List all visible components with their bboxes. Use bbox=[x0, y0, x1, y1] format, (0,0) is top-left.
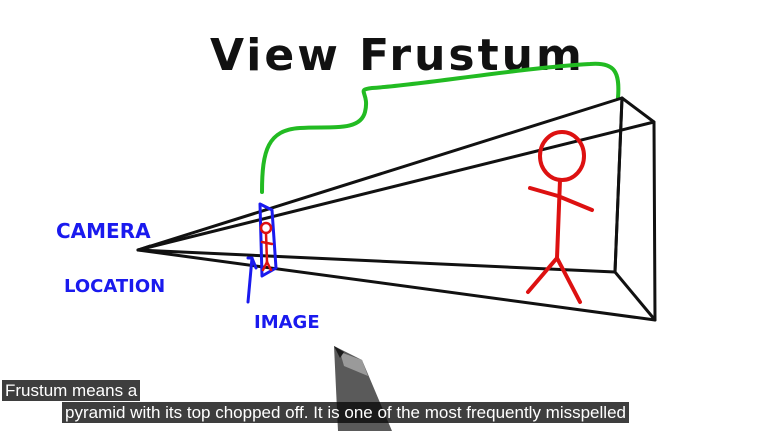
image-plane bbox=[246, 202, 278, 304]
location-label: LOCATION bbox=[64, 276, 165, 297]
subtitle-line-2: pyramid with its top chopped off. It is … bbox=[62, 402, 629, 423]
stick-figure bbox=[526, 130, 594, 304]
sketch-title: View Frustum bbox=[210, 30, 585, 81]
projected-figure bbox=[259, 221, 274, 272]
image-label: IMAGE bbox=[254, 312, 320, 333]
frustum-bracket bbox=[260, 61, 621, 194]
frustum-pyramid bbox=[136, 96, 657, 322]
subtitle-line-1: Frustum means a bbox=[2, 380, 141, 401]
camera-label: CAMERA bbox=[56, 219, 151, 243]
